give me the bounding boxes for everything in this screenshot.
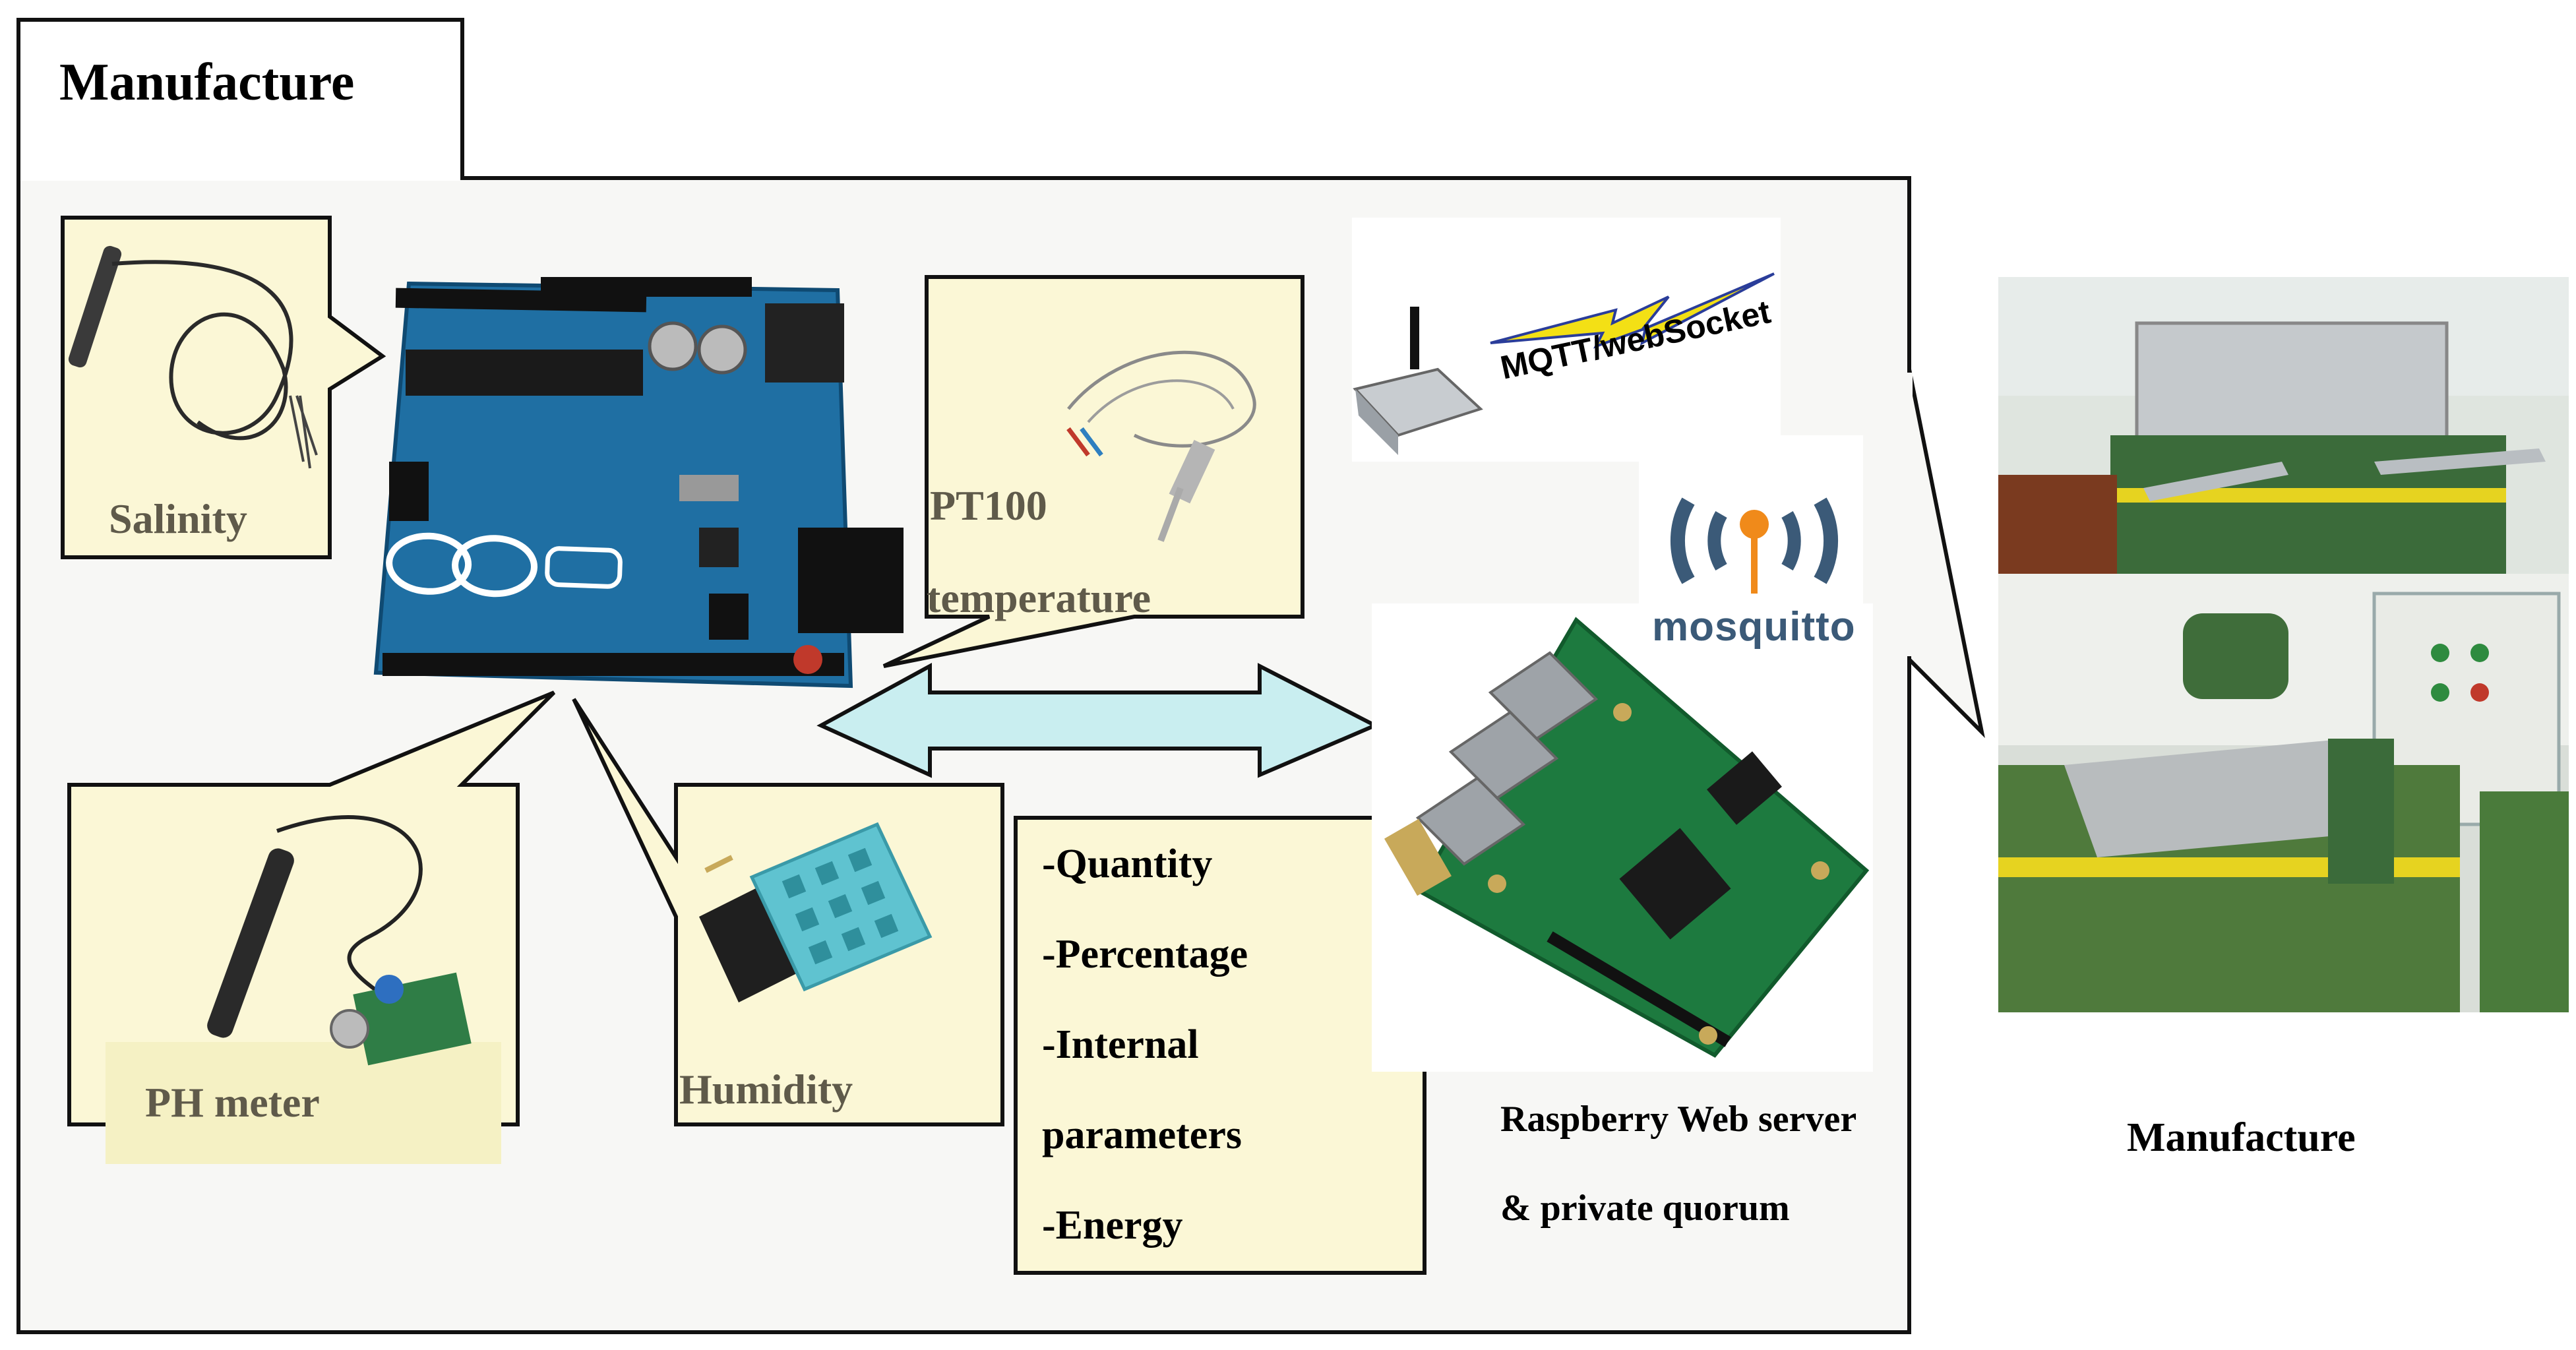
arduino-uno-board <box>373 277 904 689</box>
data-items-list: -Quantity -Percentage -Internal paramete… <box>1042 841 1411 1293</box>
pt100-label-line1: PT100 <box>930 482 1047 529</box>
wireless-gateway-image <box>1353 307 1483 455</box>
humidity-callout <box>572 698 1004 1126</box>
lightning-bolt-icon <box>1490 272 1775 349</box>
salinity-callout <box>61 216 386 559</box>
salinity-sensor-image <box>68 245 318 469</box>
data-item-percentage: -Percentage <box>1042 932 1248 977</box>
data-item-energy: -Energy <box>1042 1203 1183 1248</box>
mqtt-gateway-panel <box>1352 218 1781 462</box>
frame-title: Manufacture <box>59 53 355 111</box>
raspberry-pi-board <box>1372 603 1873 1072</box>
mosquitto-label: mosquitto <box>1652 604 1856 650</box>
dht11-sensor-image <box>699 822 933 1002</box>
pt100-label-line2: temperature <box>927 574 1151 621</box>
site-callout-pointer <box>1907 369 1985 739</box>
ph-meter-callout <box>67 690 556 1164</box>
data-item-parameters: parameters <box>1042 1113 1242 1157</box>
salinity-label: Salinity <box>109 495 247 542</box>
server-label-line2: & private quorum <box>1500 1188 1790 1229</box>
data-item-internal: -Internal <box>1042 1022 1199 1067</box>
data-item-quantity: -Quantity <box>1042 842 1213 886</box>
server-label-line1: Raspberry Web server <box>1500 1099 1857 1140</box>
ph-meter-label: PH meter <box>145 1079 320 1126</box>
factory-photo-top <box>1998 277 2569 574</box>
humidity-label: Humidity <box>679 1066 853 1113</box>
pt100-callout <box>882 275 1304 668</box>
ph-probe-image <box>207 815 472 1066</box>
pt100-probe-image <box>1066 350 1256 542</box>
factory-photo-bottom <box>1998 574 2569 1012</box>
site-caption: Manufacture <box>2127 1115 2356 1160</box>
